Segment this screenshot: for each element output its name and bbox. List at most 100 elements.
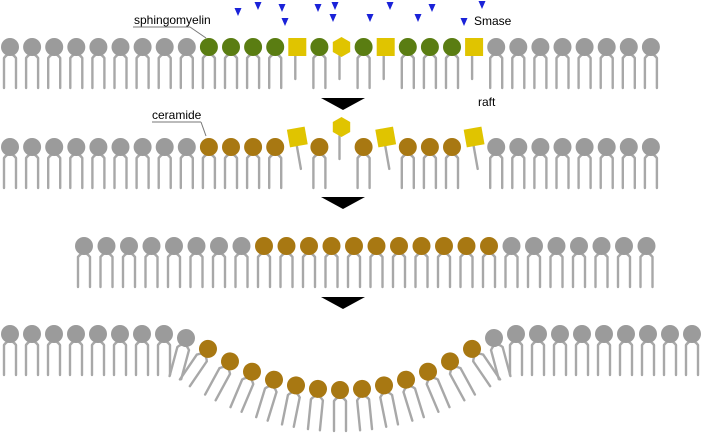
lipid-tail-pair xyxy=(229,376,255,414)
lipid-molecule xyxy=(597,138,616,190)
lipid-molecule xyxy=(683,325,701,377)
lipid-tails xyxy=(69,152,84,190)
lipid-molecule xyxy=(480,237,498,289)
lipid-tails xyxy=(356,152,371,190)
ceramide-head-icon xyxy=(221,352,239,371)
lipid-molecule xyxy=(45,138,64,190)
lipid-molecule xyxy=(165,237,183,289)
lipid-molecule xyxy=(345,237,363,289)
ceramide-head-icon xyxy=(222,138,240,156)
lipid-molecule xyxy=(67,138,86,190)
lipid-tail-pair xyxy=(616,251,632,289)
lipid-tail-pair xyxy=(324,251,339,289)
lipid-tails xyxy=(574,339,590,377)
lipid-tails xyxy=(526,251,542,289)
lipid-molecule xyxy=(210,237,228,289)
lipid-tail-pair xyxy=(47,52,62,90)
lipid-molecule xyxy=(443,138,461,190)
lipid-head-icon xyxy=(615,237,633,255)
lipid-tail-pair xyxy=(179,152,195,190)
sphingomyelin-head-icon xyxy=(310,38,329,56)
lipid-tails xyxy=(223,52,239,90)
lipid-molecule xyxy=(390,237,408,289)
lipid-molecule xyxy=(502,237,521,289)
sphingomyelin-label: sphingomyelin xyxy=(134,13,211,27)
lipid-tails xyxy=(599,52,614,90)
lipid-tail-pair xyxy=(508,339,524,377)
lipid-tail-pair xyxy=(444,52,460,90)
lipid-tails xyxy=(113,52,128,90)
lipid-head-icon xyxy=(232,237,251,255)
lipid-tails xyxy=(530,339,546,377)
ceramide-head-icon xyxy=(244,138,263,156)
lipid-tails xyxy=(135,152,150,190)
lipid-tails xyxy=(599,152,614,190)
lipid-tails xyxy=(533,152,548,190)
lipid-molecule xyxy=(1,325,19,377)
lipid-molecule xyxy=(67,38,86,90)
lipid-molecule xyxy=(23,138,42,190)
lipid-head-icon xyxy=(595,325,613,343)
lipid-tails xyxy=(422,52,438,90)
lipid-molecule xyxy=(280,376,305,428)
sphingomyelin-head-icon xyxy=(443,38,461,56)
sphingomyelin-head-icon xyxy=(199,38,218,56)
lipid-tail-pair xyxy=(68,339,84,377)
lipid-molecule xyxy=(441,352,477,402)
lipid-tail-pair xyxy=(414,251,429,289)
raft-label: raft xyxy=(478,95,496,109)
lipid-tail-pair xyxy=(481,251,497,289)
lipid-tails xyxy=(555,152,570,190)
lipid-tail-pair xyxy=(211,251,227,289)
lipid-tail-pair xyxy=(2,52,18,90)
lipid-tails xyxy=(2,339,18,377)
lipid-molecule xyxy=(641,38,660,90)
lipid-molecule xyxy=(419,362,451,414)
lipid-tail-pair xyxy=(90,339,106,377)
ceramide-head-icon xyxy=(322,237,341,255)
lipid-molecule xyxy=(553,38,572,90)
lipid-head-icon xyxy=(67,38,86,56)
lipid-molecule xyxy=(531,38,550,90)
ceramide-head-icon xyxy=(463,339,481,358)
lipid-head-icon xyxy=(177,329,195,347)
lipid-tails xyxy=(245,52,261,90)
lipid-head-icon xyxy=(487,38,506,56)
lipid-tail-pair xyxy=(577,52,592,90)
lipid-tails xyxy=(234,251,249,289)
smase-enzyme-icon xyxy=(278,4,286,12)
lipid-molecule xyxy=(661,325,679,377)
lipid-tail-pair xyxy=(306,394,325,432)
lipid-molecule xyxy=(553,138,572,190)
lipid-tails xyxy=(444,52,460,90)
lipid-molecule xyxy=(443,38,461,90)
lipid-tail-pair xyxy=(179,52,195,90)
ceramide-label: ceramide xyxy=(152,108,202,122)
lipid-tails xyxy=(662,339,678,377)
lipid-tails xyxy=(400,52,415,90)
lipid-tails xyxy=(112,339,128,377)
lipid-head-icon xyxy=(641,138,660,156)
lipid-tails xyxy=(552,339,568,377)
lipid-tails xyxy=(24,152,40,190)
lipid-head-icon xyxy=(547,237,566,255)
lipid-molecule xyxy=(288,38,307,81)
lipid-molecule xyxy=(354,138,373,190)
lipid-head-icon xyxy=(619,38,638,56)
lipid-molecule xyxy=(435,237,453,289)
lipid-molecule xyxy=(592,237,611,289)
lipid-head-icon xyxy=(155,325,173,343)
lipid-molecule xyxy=(457,237,476,289)
lipid-tails xyxy=(268,52,283,90)
lipid-head-icon xyxy=(67,325,85,343)
lipid-tails xyxy=(511,152,526,190)
lipid-molecule xyxy=(463,126,485,171)
lipid-head-icon xyxy=(45,38,64,56)
lipid-tail-pair xyxy=(245,52,261,90)
lipid-molecule xyxy=(465,38,484,81)
lipid-head-icon xyxy=(573,325,591,343)
lipid-molecule xyxy=(570,237,588,289)
lipid-tail-pair xyxy=(76,251,92,289)
lipid-tail-pair xyxy=(400,52,415,90)
